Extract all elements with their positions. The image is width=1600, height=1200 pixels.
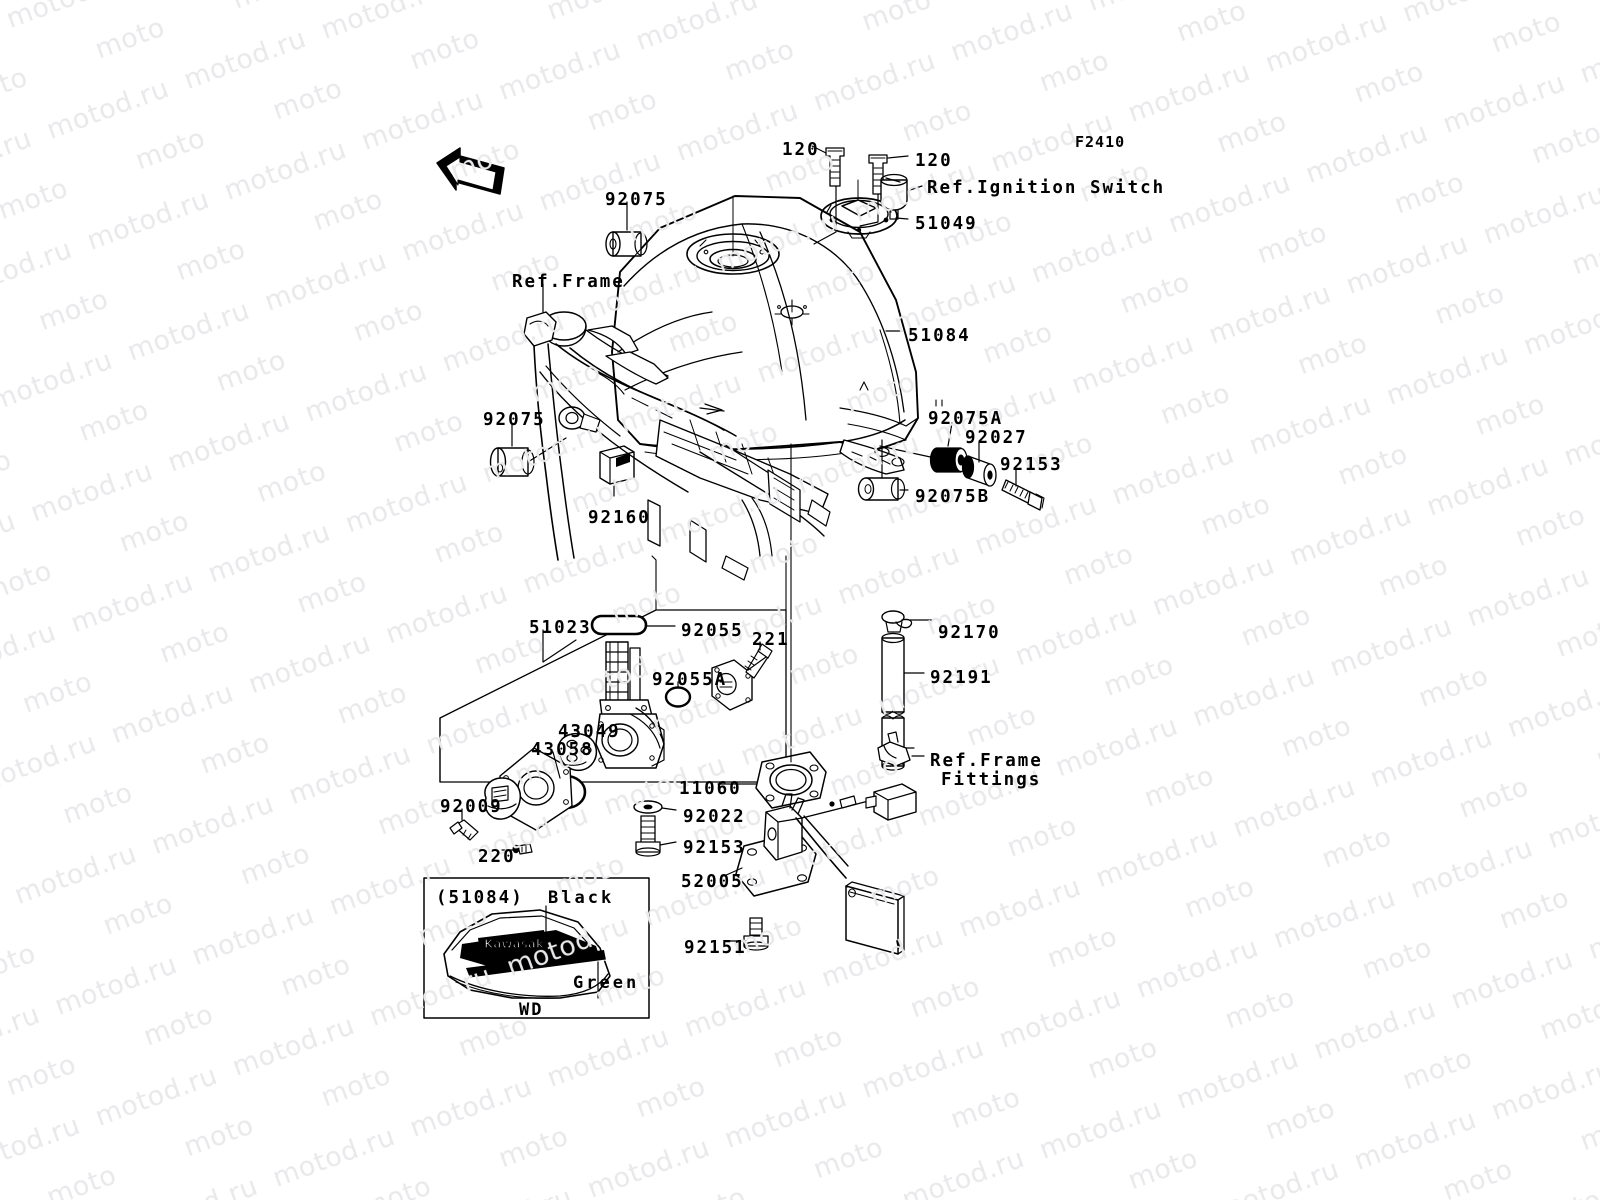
clamp-92170 bbox=[881, 610, 913, 633]
callout-221: 221 bbox=[752, 630, 790, 650]
callout-43049: 43049 bbox=[558, 722, 621, 742]
color-box-part-ref: (51084) bbox=[436, 888, 524, 908]
bolt-92153-upper bbox=[1001, 479, 1045, 511]
kawasaki-logo-text: Kawasaki bbox=[484, 937, 548, 951]
color-label-black: Black bbox=[548, 888, 615, 908]
bolt-120-left bbox=[825, 147, 845, 187]
callout-92055A: 92055A bbox=[652, 670, 728, 690]
diagram-code: F2410 bbox=[1075, 133, 1126, 151]
color-label-green: Green bbox=[573, 973, 640, 993]
callout-92075-top: 92075 bbox=[605, 190, 668, 210]
callout-51084: 51084 bbox=[908, 326, 971, 346]
callout-92153-lower: 92153 bbox=[683, 838, 746, 858]
callout-92027: 92027 bbox=[965, 428, 1028, 448]
callout-92160: 92160 bbox=[588, 508, 651, 528]
callout-ref-frame-fittings-line2: Fittings bbox=[941, 770, 1042, 790]
callout-92022: 92022 bbox=[683, 807, 746, 827]
callout-51049: 51049 bbox=[915, 214, 978, 234]
callout-92170: 92170 bbox=[938, 623, 1001, 643]
oring-92055 bbox=[590, 614, 648, 636]
callout-52005: 52005 bbox=[681, 872, 744, 892]
callout-92075A: 92075A bbox=[928, 409, 1004, 429]
damper-92160 bbox=[599, 445, 635, 485]
callout-11060: 11060 bbox=[679, 779, 742, 799]
callout-ref-frame: Ref.Frame bbox=[512, 272, 625, 292]
callout-92075-left: 92075 bbox=[483, 410, 546, 430]
callout-92153-upper: 92153 bbox=[1000, 455, 1063, 475]
callout-220: 220 bbox=[478, 847, 516, 867]
callout-92009: 92009 bbox=[440, 797, 503, 817]
ignition-switch-ref bbox=[880, 173, 908, 220]
damper-92075B bbox=[857, 477, 906, 501]
screw-92009 bbox=[449, 819, 479, 841]
callout-92055: 92055 bbox=[681, 621, 744, 641]
callout-120-left: 120 bbox=[782, 140, 820, 160]
washer-92022 bbox=[633, 800, 663, 814]
bolt-92151 bbox=[743, 917, 769, 951]
callout-43058: 43058 bbox=[531, 740, 594, 760]
callout-51023: 51023 bbox=[529, 618, 592, 638]
damper-92075-top bbox=[605, 231, 648, 257]
front-arrow-marker bbox=[436, 147, 505, 195]
oring-92055A bbox=[664, 686, 692, 708]
callout-120-right: 120 bbox=[915, 151, 953, 171]
callout-92191: 92191 bbox=[930, 668, 993, 688]
callout-92075B: 92075B bbox=[915, 487, 991, 507]
callout-ref-frame-fittings-line1: Ref.Frame bbox=[930, 751, 1043, 771]
callout-ref-ignition-switch: Ref.Ignition Switch bbox=[927, 178, 1166, 198]
bolt-92153-lower bbox=[635, 815, 661, 857]
fuel-tap-body bbox=[595, 641, 665, 769]
color-box-caption: WD bbox=[519, 1000, 544, 1020]
fuel-level-gauge-52005 bbox=[735, 783, 917, 955]
damper-92075A bbox=[929, 447, 968, 473]
callout-92151: 92151 bbox=[684, 938, 747, 958]
